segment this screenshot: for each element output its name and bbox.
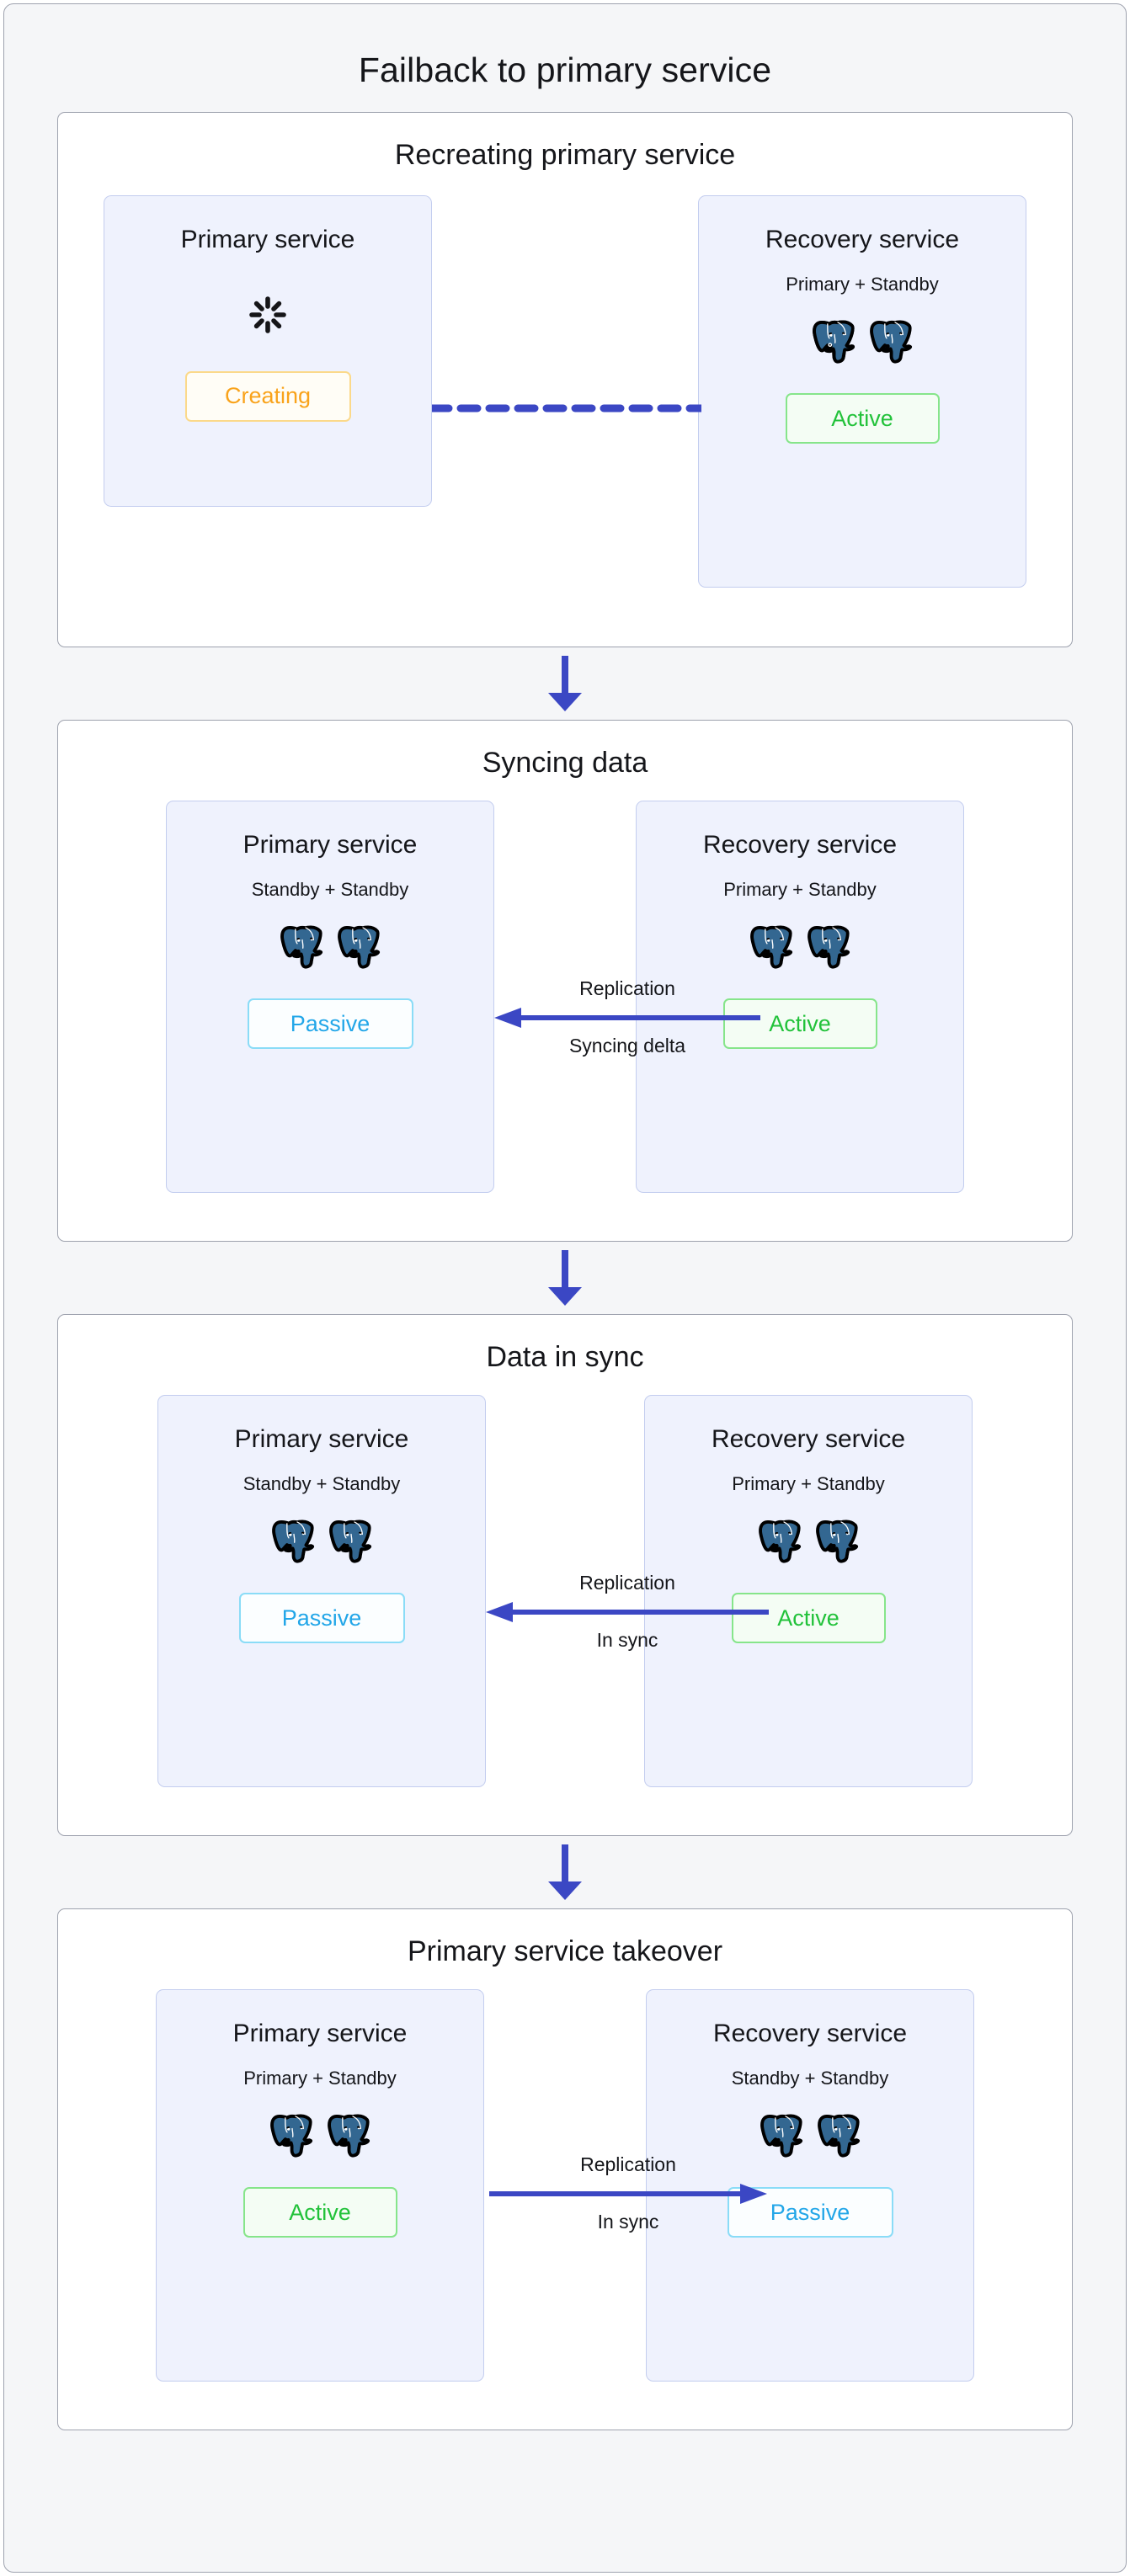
postgres-elephant-icon bbox=[760, 2114, 803, 2158]
service-subtitle: Standby + Standby bbox=[731, 2067, 889, 2089]
status-badge-passive: Passive bbox=[247, 998, 413, 1050]
service-card-primary[interactable]: Primary service bbox=[104, 194, 432, 507]
service-name: Primary service bbox=[180, 225, 355, 253]
node-icons bbox=[757, 1517, 860, 1564]
service-subtitle: Primary + Standby bbox=[243, 2067, 397, 2089]
left-arrow-icon bbox=[494, 1007, 760, 1028]
service-card-primary[interactable]: Primary service Standby + Standby bbox=[157, 1394, 486, 1787]
service-card-recovery[interactable]: Recovery service Primary + Standby bbox=[636, 800, 964, 1193]
connector-replication-left: Replication In sync bbox=[486, 1572, 769, 1652]
flow-arrow-1 bbox=[4, 656, 1126, 712]
service-card-recovery[interactable]: Recovery service Standby + Standby bbox=[646, 1988, 974, 2382]
connector-dashed-link bbox=[432, 404, 701, 412]
service-card-primary[interactable]: Primary service Primary + Standby bbox=[156, 1988, 484, 2382]
connector-label-top: Replication bbox=[579, 977, 675, 999]
stage-title: Syncing data bbox=[482, 747, 648, 780]
postgres-elephant-icon bbox=[280, 925, 323, 969]
connector-replication-left: Replication Syncing delta bbox=[494, 977, 760, 1057]
node-icons bbox=[759, 2111, 861, 2158]
dashed-link-icon bbox=[432, 404, 701, 412]
service-subtitle: Standby + Standby bbox=[251, 878, 409, 900]
service-name: Primary service bbox=[232, 2019, 408, 2047]
postgres-elephant-icon bbox=[329, 1520, 372, 1563]
postgres-elephant-icon bbox=[813, 320, 855, 364]
service-name: Primary service bbox=[243, 830, 418, 859]
service-card-recovery[interactable]: Recovery service Primary + Standby bbox=[698, 194, 1026, 588]
status-badge-passive: Passive bbox=[238, 1593, 405, 1644]
node-icons bbox=[811, 317, 914, 365]
node-icons bbox=[269, 2111, 371, 2158]
connector-label-bottom: Syncing delta bbox=[568, 1034, 686, 1056]
status-badge-active: Active bbox=[731, 1593, 886, 1644]
postgres-elephant-icon bbox=[270, 2114, 313, 2158]
flow-arrow-2 bbox=[4, 1250, 1126, 1307]
service-card-primary[interactable]: Primary service Standby + Standby bbox=[166, 800, 494, 1193]
node-icons bbox=[270, 1517, 373, 1564]
postgres-elephant-icon bbox=[272, 1520, 315, 1563]
service-subtitle: Standby + Standby bbox=[243, 1472, 401, 1494]
right-arrow-icon bbox=[489, 2183, 767, 2204]
service-name: Recovery service bbox=[765, 225, 960, 253]
connector-label-bottom: In sync bbox=[597, 2210, 659, 2233]
service-subtitle: Primary + Standby bbox=[732, 1472, 885, 1494]
stage-panel-primary-service-takeover: Primary service takeover Primary service… bbox=[57, 1908, 1073, 2431]
down-arrow-icon bbox=[548, 1844, 582, 1901]
connector-label-top: Replication bbox=[580, 2153, 676, 2175]
service-name: Primary service bbox=[234, 1424, 409, 1453]
postgres-elephant-icon bbox=[338, 925, 381, 969]
postgres-elephant-icon bbox=[818, 2114, 861, 2158]
flow-arrow-3 bbox=[4, 1844, 1126, 1901]
postgres-elephant-icon bbox=[808, 925, 850, 969]
node-icons bbox=[749, 923, 851, 970]
service-name: Recovery service bbox=[702, 830, 898, 859]
loading-spinner-icon bbox=[248, 295, 287, 334]
postgres-elephant-icon bbox=[759, 1520, 802, 1563]
status-badge-active: Active bbox=[722, 998, 877, 1050]
stage-title: Primary service takeover bbox=[407, 1935, 723, 1968]
status-badge-active: Active bbox=[785, 393, 940, 444]
down-arrow-icon bbox=[548, 1250, 582, 1307]
connector-label-bottom: In sync bbox=[596, 1628, 658, 1651]
postgres-elephant-icon bbox=[750, 925, 793, 969]
service-subtitle: Primary + Standby bbox=[723, 878, 877, 900]
left-arrow-icon bbox=[486, 1601, 769, 1622]
stage-panel-syncing-data: Syncing data Primary service Standby + S… bbox=[57, 720, 1073, 1243]
connector-label-top: Replication bbox=[579, 1571, 675, 1594]
down-arrow-icon bbox=[548, 656, 582, 712]
postgres-elephant-icon bbox=[328, 2114, 370, 2158]
stage-panel-data-in-sync: Data in sync Primary service Standby + S… bbox=[57, 1314, 1073, 1837]
postgres-elephant-icon bbox=[870, 320, 913, 364]
service-subtitle: Primary + Standby bbox=[786, 273, 939, 295]
connector-replication-right: Replication In sync bbox=[489, 2153, 767, 2233]
diagram-title: Failback to primary service bbox=[358, 51, 772, 89]
stage-title: Data in sync bbox=[486, 1341, 644, 1374]
postgres-elephant-icon bbox=[816, 1520, 859, 1563]
stage-panel-recreating-primary-service: Recreating primary service Primary servi… bbox=[57, 112, 1073, 648]
service-name: Recovery service bbox=[712, 2019, 908, 2047]
status-badge-active: Active bbox=[243, 2187, 397, 2238]
diagram-frame: Failback to primary service Recreating p… bbox=[3, 3, 1127, 2573]
service-card-recovery[interactable]: Recovery service Primary + Standby bbox=[644, 1394, 973, 1787]
stage-title: Recreating primary service bbox=[394, 139, 736, 172]
status-badge-creating: Creating bbox=[184, 370, 351, 422]
node-icons bbox=[279, 923, 381, 970]
service-name: Recovery service bbox=[711, 1424, 906, 1453]
